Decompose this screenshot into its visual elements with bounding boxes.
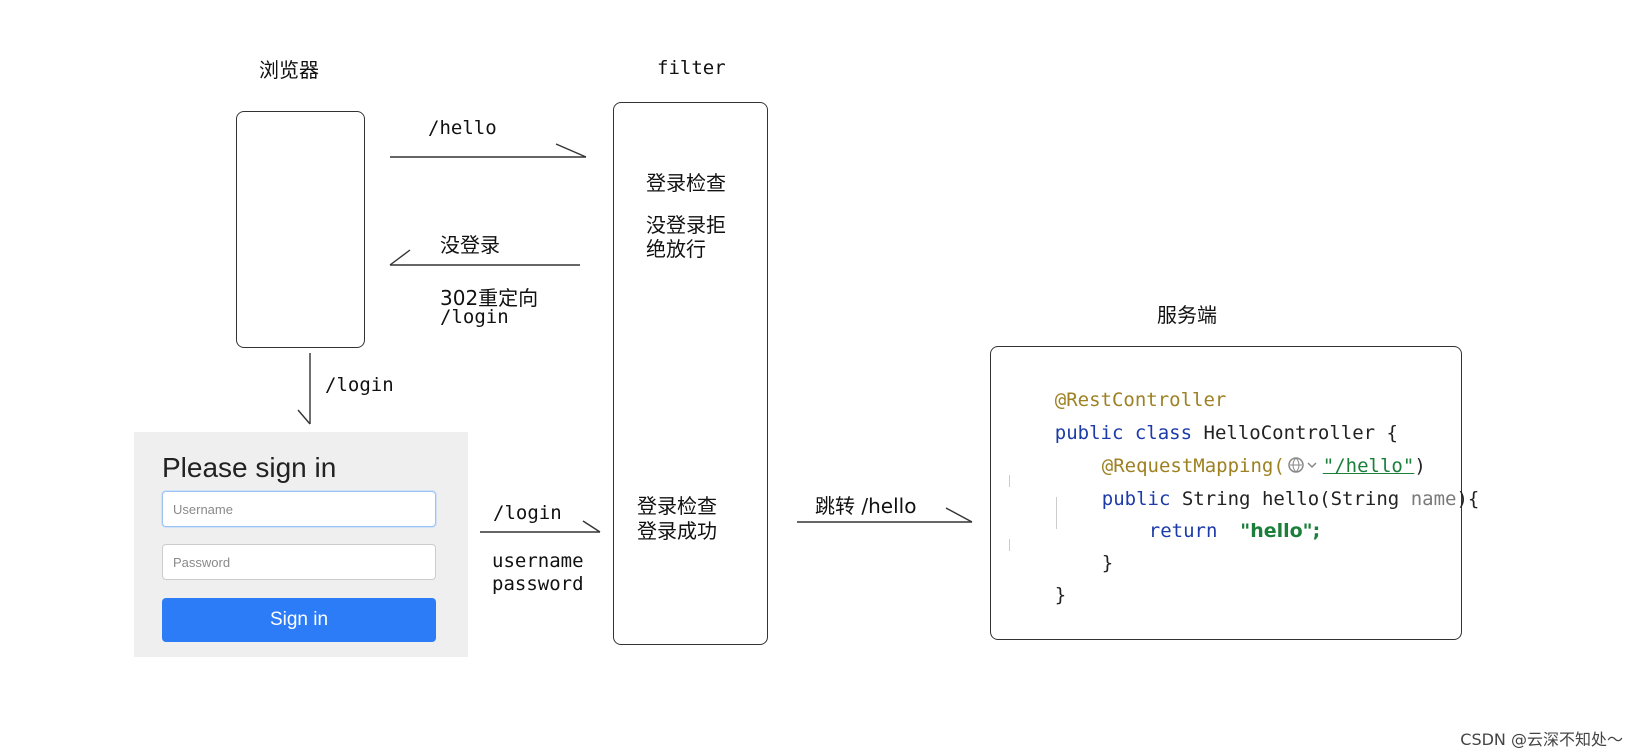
code-line-close-inner: }	[1056, 530, 1113, 596]
login-down-label: /login	[325, 374, 394, 396]
password-field-label: password	[492, 573, 584, 595]
code-line-rest-controller: @RestController	[1009, 367, 1227, 433]
not-logged-in-label: 没登录	[440, 233, 500, 257]
code-line-return: return "hello";	[1103, 498, 1320, 564]
arrow-redirect-back	[389, 249, 580, 266]
sign-in-button[interactable]: Sign in	[162, 598, 436, 642]
browser-box	[236, 111, 365, 348]
method-param-name: name	[1410, 488, 1457, 510]
globe-dropdown-icon	[1287, 456, 1321, 479]
server-title: 服务端	[1157, 303, 1217, 327]
request-mapping-annotation: @RequestMapping(	[1101, 455, 1285, 477]
gutter-mark-3	[1009, 539, 1010, 551]
redirect-302-label: 302重定向	[440, 286, 539, 310]
mapping-close-paren: )	[1414, 455, 1426, 477]
arrow-hello-request	[390, 143, 587, 158]
redirect-login-label: /login	[440, 306, 509, 328]
password-input[interactable]	[162, 544, 436, 580]
browser-title: 浏览器	[259, 58, 319, 82]
public-keyword: public	[1054, 422, 1124, 444]
csdn-watermark: CSDN @云深不知处～	[1460, 730, 1623, 749]
inner-close-brace: }	[1101, 552, 1114, 574]
login-form-panel: Please sign in Sign in	[134, 432, 468, 657]
server-code-box: @RestController public class HelloContro…	[990, 346, 1479, 640]
arrow-login-post	[480, 520, 601, 533]
code-line-close-outer: }	[1009, 562, 1066, 628]
class-name: HelloController {	[1203, 422, 1398, 444]
code-line-class-decl: public class HelloController {	[1009, 400, 1398, 466]
method-brace: ){	[1456, 488, 1480, 510]
method-signature: hello(String	[1261, 488, 1400, 510]
gutter-mark-2	[1056, 497, 1057, 529]
code-line-request-mapping: @RequestMapping( "/hello")	[1056, 433, 1426, 501]
hello-request-label: /hello	[428, 117, 497, 139]
filter-check-label-2: 登录检查	[637, 494, 717, 518]
method-public-keyword: public	[1101, 488, 1171, 510]
filter-check-label-1: 登录检查	[646, 171, 726, 195]
gutter-mark-1	[1009, 475, 1010, 487]
arrow-login-down	[297, 353, 311, 425]
filter-reject-label-line1: 没登录拒	[646, 213, 726, 237]
mapping-path-link[interactable]: "/hello"	[1322, 455, 1415, 477]
username-field-label: username	[492, 550, 584, 572]
username-input[interactable]	[162, 491, 436, 527]
arrow-forward-hello	[797, 507, 973, 523]
forward-hello-label: 跳转 /hello	[815, 494, 917, 518]
login-post-label: /login	[493, 502, 562, 524]
filter-success-label: 登录成功	[637, 519, 717, 543]
class-keyword: class	[1134, 422, 1193, 444]
filter-title: filter	[657, 57, 726, 79]
login-title: Please sign in	[162, 452, 337, 483]
code-line-method-decl: public String hello(String name){	[1056, 466, 1480, 532]
filter-box: 登录检查 没登录拒 绝放行 登录检查 登录成功	[613, 102, 768, 645]
outer-close-brace: }	[1054, 584, 1067, 606]
return-string: "hello";	[1240, 520, 1321, 542]
filter-reject-label-line2: 绝放行	[646, 237, 706, 261]
method-return-type: String	[1181, 488, 1251, 510]
rest-controller-annotation: @RestController	[1054, 389, 1227, 411]
return-keyword: return	[1148, 520, 1218, 542]
